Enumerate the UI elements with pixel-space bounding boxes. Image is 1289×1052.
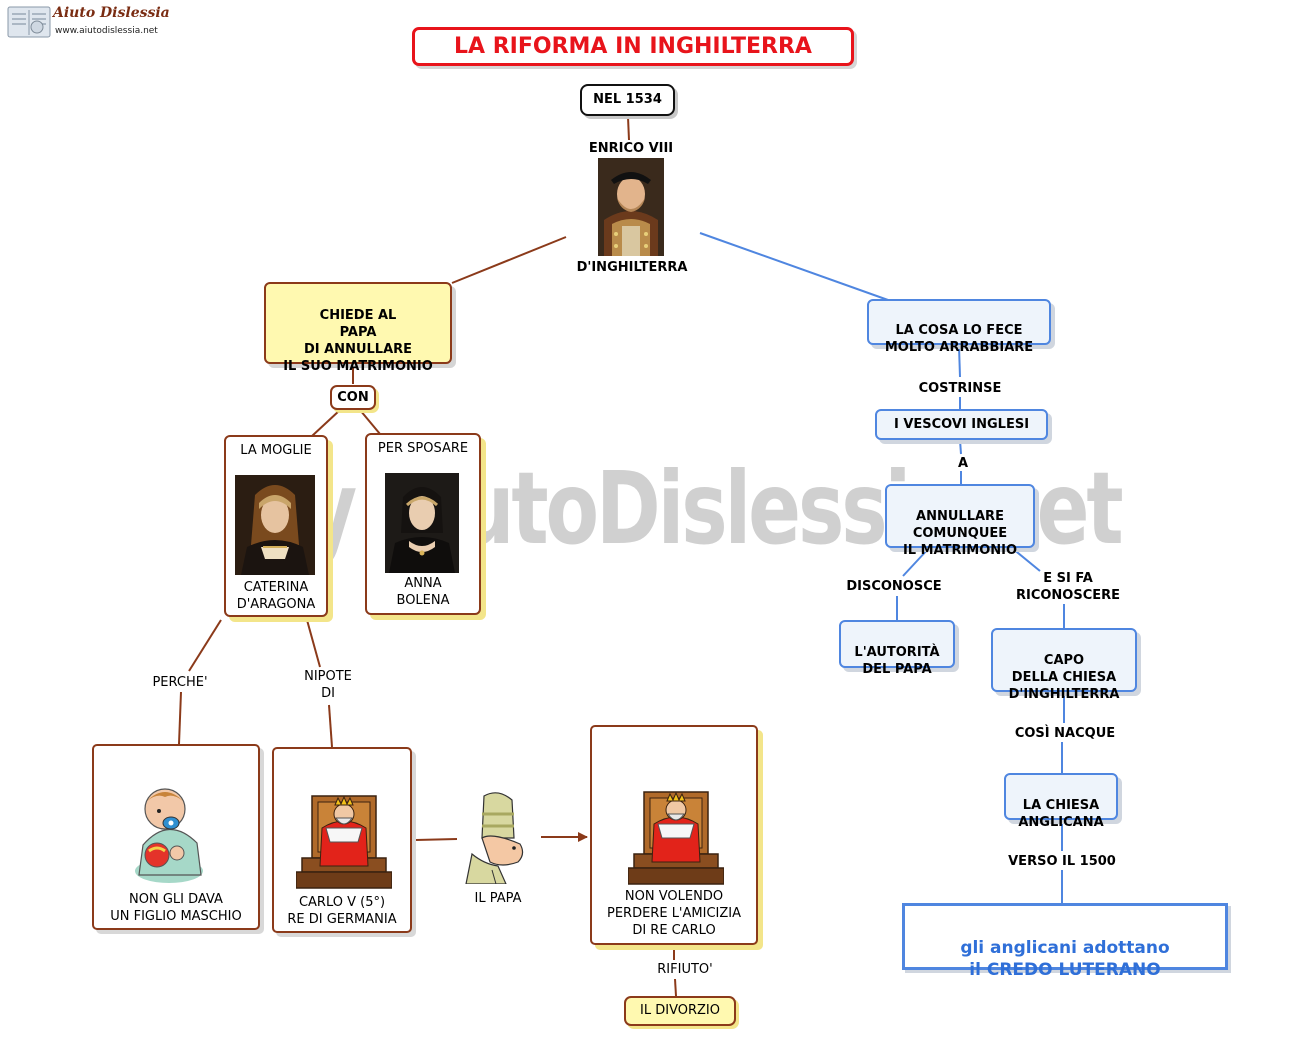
- node-anglicana[interactable]: LA CHIESA ANGLICANA: [1004, 773, 1118, 830]
- caterina-portrait-icon: [235, 475, 315, 575]
- node-vescovi[interactable]: I VESCOVI INGLESI: [875, 409, 1048, 440]
- node-sposare-top: PER SPOSARE: [377, 441, 469, 456]
- edge-enrico-cosa: [699, 232, 889, 301]
- site-logo[interactable]: Aiuto Dislessia www.aiutodislessia.net: [7, 5, 177, 41]
- edge-carlo-papa: [415, 838, 458, 841]
- edge-nipote-carlo: [328, 704, 333, 748]
- node-con-text: CON: [337, 390, 369, 405]
- page-title-text: LA RIFORMA IN INGHILTERRA: [454, 34, 812, 59]
- edge-moglie-nipote: [306, 619, 321, 668]
- king-on-throne-icon: [628, 791, 724, 885]
- node-divorzio-text: IL DIVORZIO: [640, 1003, 720, 1018]
- node-chiede-text: CHIEDE AL PAPA DI ANNULLARE IL SUO MATRI…: [283, 308, 433, 374]
- edge-enrico-chiede: [451, 236, 567, 284]
- node-vescovi-text: I VESCOVI INGLESI: [893, 417, 1030, 432]
- node-cosa-text: LA COSA LO FECE MOLTO ARRABBIARE: [884, 323, 1034, 355]
- node-credo[interactable]: gli anglicani adottano il CREDO LUTERANO: [902, 903, 1228, 980]
- node-con[interactable]: CON: [330, 385, 376, 410]
- edge-cosa-costrinse: [958, 345, 961, 378]
- link-riconoscere: E SI FA RICONOSCERE: [1015, 571, 1121, 603]
- pope-icon: [465, 792, 524, 884]
- logo-name: Aiuto Dislessia: [53, 5, 170, 21]
- node-anglicana-text: LA CHIESA ANGLICANA: [1018, 798, 1104, 830]
- anna-bolena-portrait-icon: [385, 473, 459, 573]
- node-capo[interactable]: CAPO DELLA CHIESA D'INGHILTERRA: [991, 628, 1137, 702]
- node-enrico-top: ENRICO VIII: [588, 141, 674, 156]
- node-papa: IL PAPA: [474, 891, 522, 906]
- king-on-throne-icon: [296, 795, 392, 889]
- node-capo-text: CAPO DELLA CHIESA D'INGHILTERRA: [1008, 653, 1120, 702]
- node-figlio-text: NON GLI DAVA UN FIGLIO MASCHIO: [110, 892, 242, 924]
- node-moglie-top: LA MOGLIE: [240, 443, 312, 458]
- baby-icon: [135, 788, 203, 883]
- node-annullare[interactable]: ANNULLARE COMUNQUEE IL MATRIMONIO: [885, 484, 1035, 558]
- node-divorzio[interactable]: IL DIVORZIO: [624, 996, 736, 1026]
- node-autorita[interactable]: L'AUTORITÀ DEL PAPA: [839, 620, 955, 677]
- edge-rifiuto-divorzio: [674, 978, 677, 997]
- link-rifiuto: RIFIUTO': [657, 962, 713, 977]
- page-title: LA RIFORMA IN INGHILTERRA: [412, 27, 854, 66]
- edge-perche-figlio: [178, 691, 182, 745]
- node-sposare-bottom: ANNA BOLENA: [396, 576, 450, 608]
- edge-annullare-disconosce: [902, 547, 930, 577]
- logo-url: www.aiutodislessia.net: [55, 26, 158, 36]
- book-logo-icon: [7, 6, 51, 38]
- link-nipote: NIPOTE DI: [304, 669, 352, 701]
- node-year[interactable]: NEL 1534: [580, 84, 675, 116]
- node-carlo-text: CARLO V (5°) RE DI GERMANIA: [287, 895, 397, 927]
- node-moglie-bottom: CATERINA D'ARAGONA: [236, 580, 316, 612]
- edge-con-sposare: [359, 409, 381, 435]
- node-chiede[interactable]: CHIEDE AL PAPA DI ANNULLARE IL SUO MATRI…: [264, 282, 452, 374]
- node-autorita-text: L'AUTORITÀ DEL PAPA: [854, 645, 940, 677]
- link-verso: VERSO IL 1500: [1008, 854, 1116, 869]
- edge-con-moglie: [311, 409, 341, 437]
- link-perche: PERCHE': [152, 675, 208, 690]
- henry-viii-portrait-icon: [598, 158, 664, 256]
- node-enrico-bottom: D'INGHILTERRA: [576, 260, 688, 275]
- edge-year-enrico: [627, 116, 630, 141]
- node-nonvolendo-text: NON VOLENDO PERDERE L'AMICIZIA DI RE CAR…: [607, 889, 741, 938]
- node-annullare-text: ANNULLARE COMUNQUEE IL MATRIMONIO: [902, 509, 1018, 558]
- link-disconosce: DISCONOSCE: [846, 579, 942, 594]
- node-year-text: NEL 1534: [593, 92, 662, 107]
- link-a: A: [957, 456, 969, 471]
- node-credo-text: gli anglicani adottano il CREDO LUTERANO: [960, 938, 1170, 980]
- link-costrinse: COSTRINSE: [918, 381, 1002, 396]
- edge-annullare-riconoscere: [1011, 547, 1041, 572]
- link-nacque: COSÌ NACQUE: [1014, 726, 1116, 741]
- node-cosa[interactable]: LA COSA LO FECE MOLTO ARRABBIARE: [867, 299, 1051, 355]
- edge-vescovi-a: [959, 439, 962, 455]
- edge-moglie-perche: [188, 619, 222, 672]
